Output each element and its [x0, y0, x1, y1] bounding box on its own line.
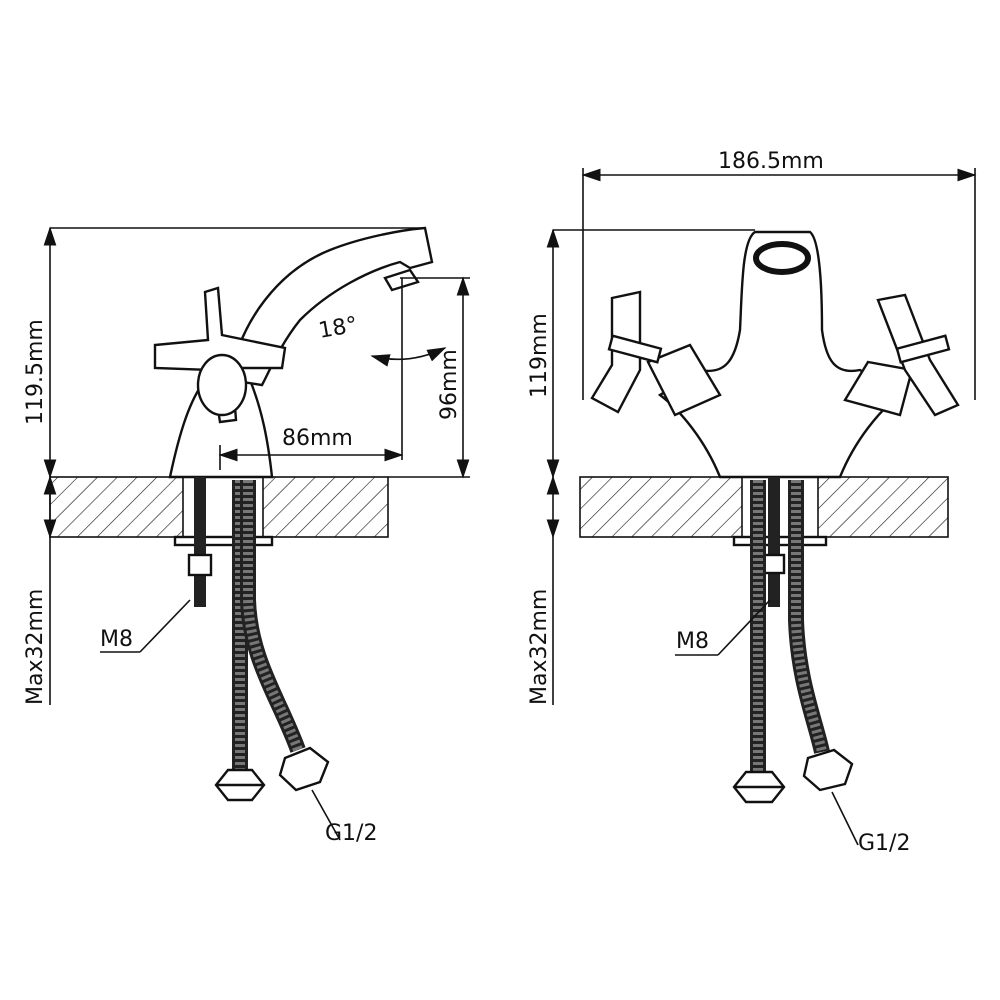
angle-label: 18°	[317, 313, 360, 344]
max-thickness-label: Max32mm	[23, 589, 48, 705]
spout-height-label: 96mm	[437, 349, 462, 420]
height-label: 119.5mm	[23, 319, 48, 425]
hex-nut-icon	[802, 748, 854, 792]
m8-stud	[194, 477, 206, 607]
stud-nut	[187, 553, 213, 577]
stud-label: M8	[100, 627, 133, 652]
max-thickness-label: Max32mm	[527, 589, 552, 705]
connection-label: G1/2	[858, 831, 910, 856]
front-view: 186.5mm 119mm Max32mm M8 G1/2	[527, 149, 977, 856]
reach-label: 86mm	[282, 426, 353, 451]
right-handle-hub	[843, 360, 914, 417]
hex-nut-icon	[278, 746, 330, 792]
m8-stud	[768, 477, 780, 607]
height-label: 119mm	[527, 313, 552, 398]
width-label: 186.5mm	[718, 149, 824, 174]
side-view: 119.5mm 96mm 86mm 18° Max32mm M8 G1/2	[23, 226, 470, 846]
connection-label: G1/2	[325, 821, 377, 846]
stud-label: M8	[676, 629, 709, 654]
left-handle-hub	[646, 343, 722, 417]
mounting-plate	[173, 535, 274, 547]
angle-dimension	[370, 347, 447, 367]
